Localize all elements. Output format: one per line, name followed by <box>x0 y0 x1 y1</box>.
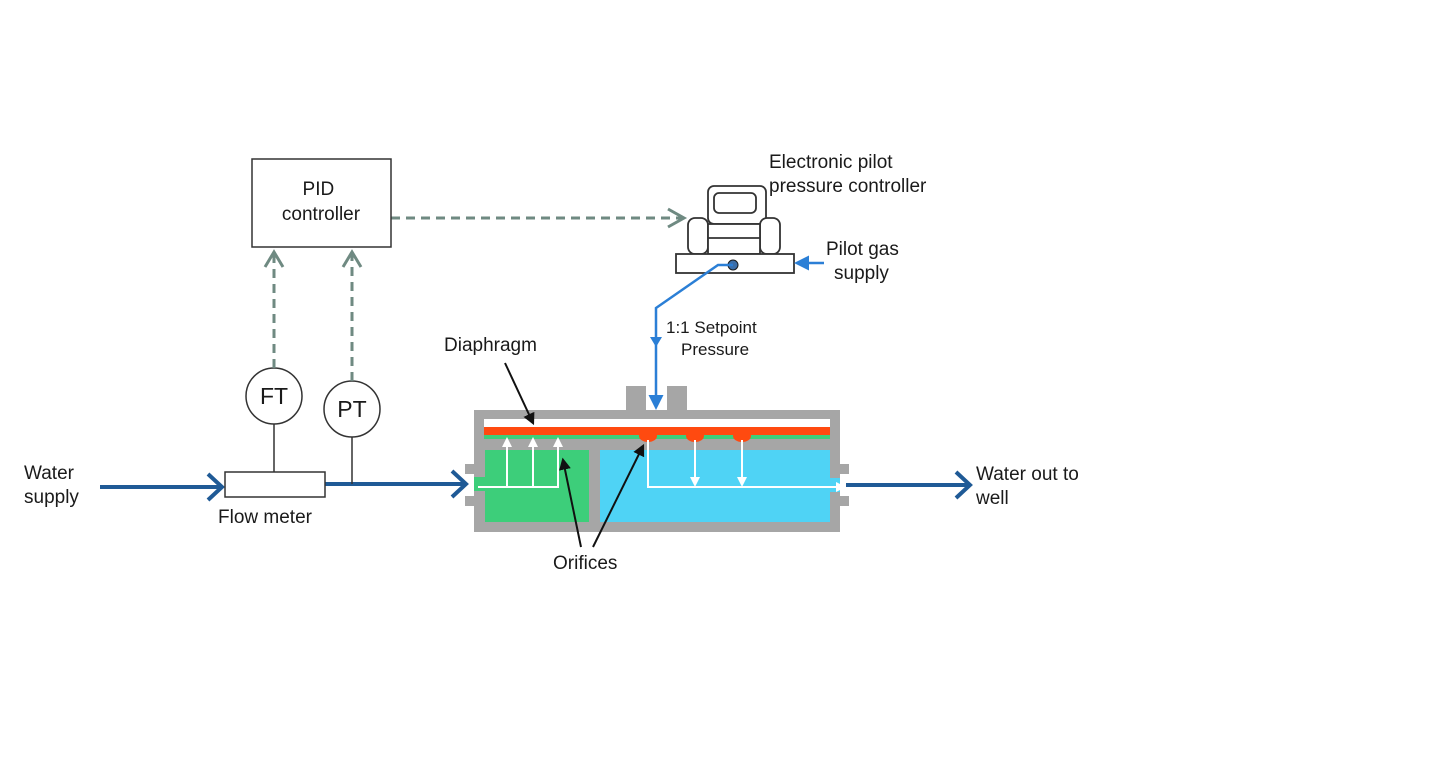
diaphragm-pointer <box>504 362 535 426</box>
diaphragm-seats <box>639 430 751 442</box>
flow-meter <box>224 471 326 498</box>
outlet-flow-arrows <box>647 440 846 492</box>
water-out-label: Water out to well <box>975 464 1084 509</box>
pilot-pressure-controller <box>675 185 795 274</box>
water-outlet-line <box>846 470 973 500</box>
pilot-gas-label: Pilot gas supply <box>826 239 904 284</box>
inlet-port-opening <box>474 477 486 491</box>
water-inlet-line <box>100 472 225 502</box>
pid-to-pilot-signal-line <box>391 207 688 229</box>
pid-controller-box <box>251 158 392 248</box>
diaphragm-label: Diaphragm <box>444 335 537 356</box>
inlet-flow-arrows <box>478 437 563 488</box>
pilot-setpoint-line <box>648 263 733 410</box>
ft-label: FT <box>260 383 288 409</box>
flow-meter-label: Flow meter <box>218 507 313 528</box>
pt-signal-line <box>341 249 363 381</box>
orifices-label: Orifices <box>553 553 617 574</box>
pilot-line-midarrow <box>650 337 662 347</box>
pilot-controller-label: Electronic pilot pressure controller <box>769 152 927 197</box>
setpoint-label: 1:1 Setpoint Pressure <box>666 318 761 359</box>
pid-controller-label: PID controller <box>282 179 361 225</box>
orifice-pointer-left <box>559 457 582 548</box>
ft-signal-line <box>263 249 285 368</box>
pt-label: PT <box>337 396 366 422</box>
water-supply-label: Water supply <box>24 463 79 508</box>
diaphragm <box>484 427 830 435</box>
diaphragm-underside-film <box>484 434 830 439</box>
orifice-pointer-right <box>592 443 645 548</box>
water-meter-to-regulator-line <box>325 469 469 499</box>
